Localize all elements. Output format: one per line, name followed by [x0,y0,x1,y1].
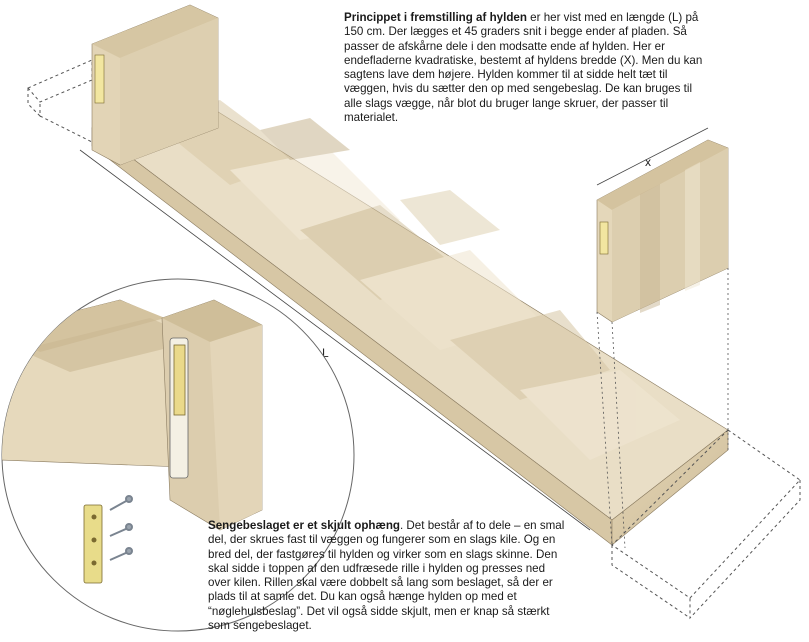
detail-circle [1,278,355,632]
caption-bottom: Sengebeslaget er et skjult ophæng. Det b… [208,519,568,633]
bracket-slot-left [94,54,105,104]
dashed-outline-right [611,429,801,620]
caption-bottom-text: . Det består af to dele – en smal del, d… [208,519,565,633]
caption-bottom-heading: Sengebeslaget er et skjult ophæng [208,519,400,532]
projection-lines [596,268,729,549]
dimension-length [79,149,591,531]
screw-icon [109,495,133,561]
shelf-end-left [91,4,219,166]
width-label: x [645,155,651,169]
dimension-width [596,127,709,186]
bed-bracket-hardware [83,495,133,584]
shelf-end-right [596,139,729,323]
length-label: L [322,346,329,360]
caption-top: Princippet i fremstilling af hylden er h… [344,11,704,125]
bracket-slot-right [599,221,609,255]
bracket-rail [173,344,186,416]
caption-top-text: er her vist med en længde (L) på 150 cm.… [344,11,703,125]
caption-top-heading: Princippet i fremstilling af hylden [344,11,527,24]
